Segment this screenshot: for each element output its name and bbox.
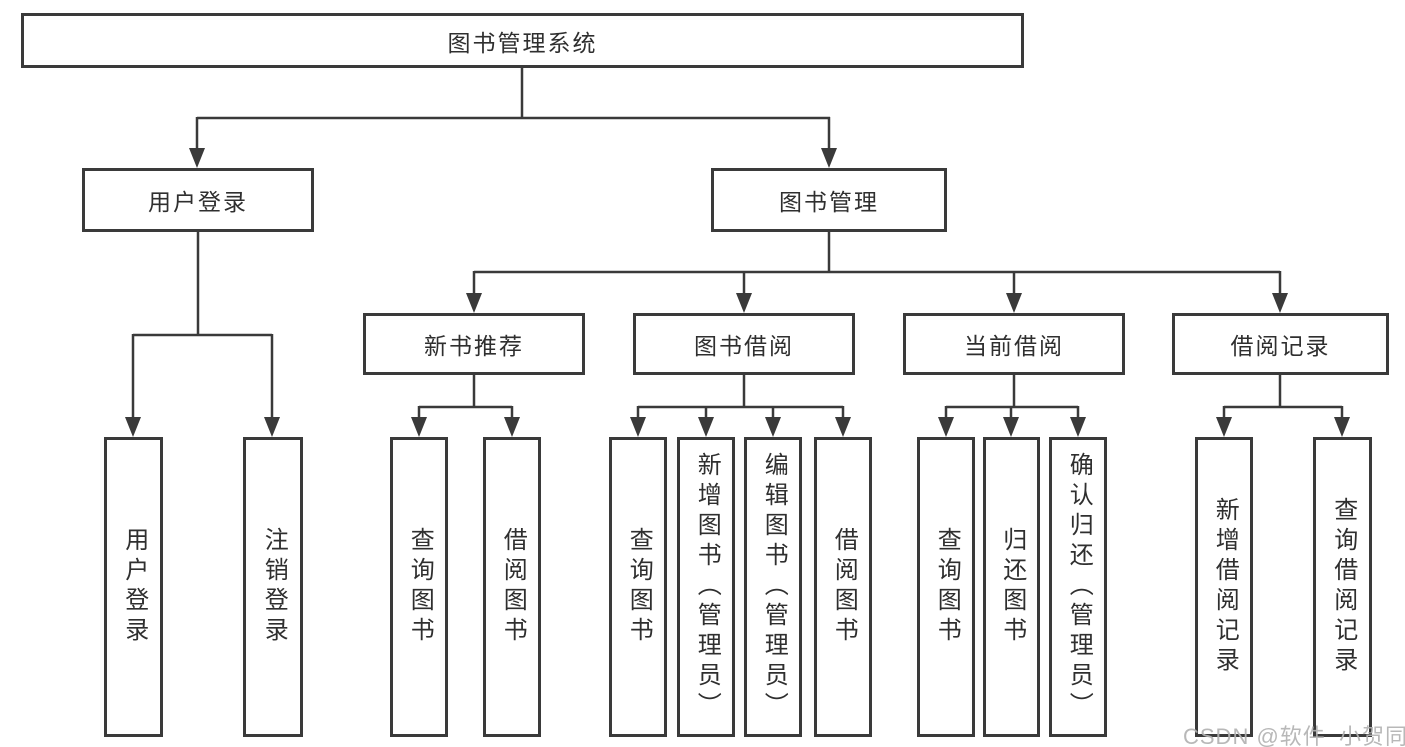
node-label: 当前借阅 xyxy=(964,333,1064,359)
leaf-add-books-admin: 新增图书（管理员） xyxy=(677,437,735,737)
node-new-book-recommend: 新书推荐 xyxy=(363,313,585,375)
leaf-logout: 注销登录 xyxy=(243,437,303,737)
connector-book-borrowing xyxy=(630,375,851,437)
watermark: CSDN @软件_小贺同学 xyxy=(1183,724,1405,747)
leaf-user-login: 用户登录 xyxy=(104,437,163,737)
connector-user-login xyxy=(125,232,280,437)
node-book-management: 图书管理 xyxy=(711,168,947,232)
node-label: 查询图书 xyxy=(625,527,653,647)
leaf-return-books: 归还图书 xyxy=(983,437,1040,737)
node-current-borrowing: 当前借阅 xyxy=(903,313,1125,375)
leaf-query-books: 查询图书 xyxy=(609,437,667,737)
node-book-borrowing: 图书借阅 xyxy=(633,313,855,375)
node-user-login: 用户登录 xyxy=(82,168,314,232)
node-label: 确认归还（管理员） xyxy=(1065,452,1093,722)
node-label: 用户登录 xyxy=(120,527,148,647)
node-label: 查询借阅记录 xyxy=(1329,497,1357,677)
connector-root-to-level2 xyxy=(189,68,837,168)
node-label: 图书借阅 xyxy=(694,333,794,359)
node-label: 借阅记录 xyxy=(1230,333,1331,359)
node-label: 注销登录 xyxy=(260,527,288,647)
leaf-query-borrow-record: 查询借阅记录 xyxy=(1313,437,1372,737)
node-label: 编辑图书（管理员） xyxy=(760,452,788,722)
connector-current-borrowing xyxy=(938,375,1086,437)
node-label: 图书管理系统 xyxy=(447,29,598,56)
node-label: 新增借阅记录 xyxy=(1211,497,1239,677)
node-library-management-system: 图书管理系统 xyxy=(21,13,1024,68)
node-label: 归还图书 xyxy=(998,527,1026,647)
node-borrow-records: 借阅记录 xyxy=(1172,313,1389,375)
connector-new-book-recommend xyxy=(411,375,520,437)
node-label: 借阅图书 xyxy=(830,527,858,647)
connector-borrow-records xyxy=(1216,375,1350,437)
leaf-edit-books-admin: 编辑图书（管理员） xyxy=(744,437,802,737)
node-label: 用户登录 xyxy=(148,189,248,215)
leaf-borrow-books: 借阅图书 xyxy=(483,437,541,737)
node-label: 查询图书 xyxy=(933,527,961,647)
leaf-query-books: 查询图书 xyxy=(917,437,975,737)
connector-book-management xyxy=(466,232,1288,313)
node-label: 新增图书（管理员） xyxy=(693,452,721,722)
leaf-confirm-return-admin: 确认归还（管理员） xyxy=(1049,437,1107,737)
node-label: 借阅图书 xyxy=(499,527,527,647)
node-label: 查询图书 xyxy=(406,527,434,647)
leaf-query-books: 查询图书 xyxy=(390,437,448,737)
leaf-borrow-books: 借阅图书 xyxy=(814,437,872,737)
leaf-add-borrow-record: 新增借阅记录 xyxy=(1195,437,1253,737)
node-label: 图书管理 xyxy=(779,189,879,215)
node-label: 新书推荐 xyxy=(424,333,524,359)
